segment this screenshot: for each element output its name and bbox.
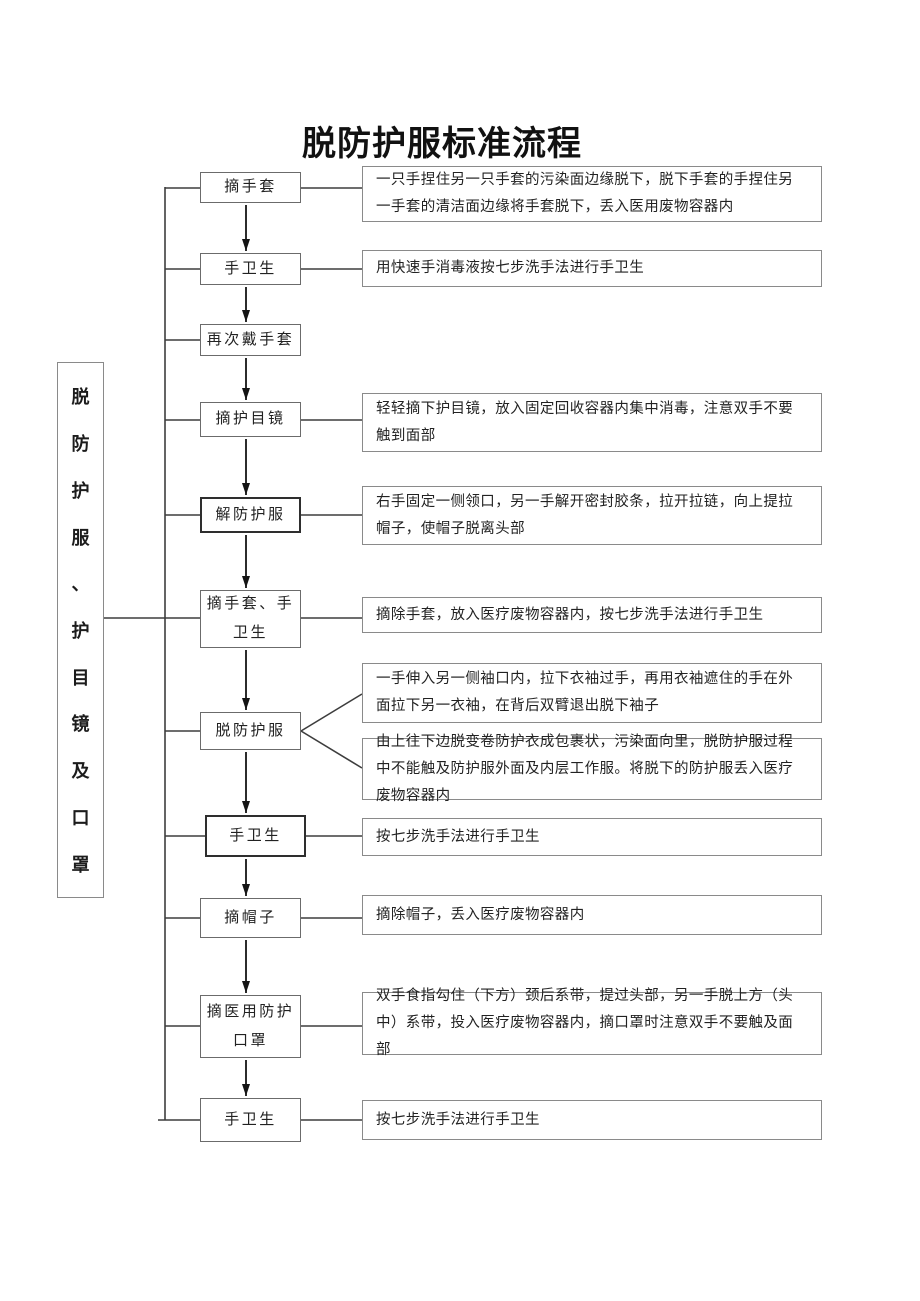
page-title: 脱防护服标准流程 xyxy=(302,125,582,163)
step-desc-hand-hygiene-1: 用快速手消毒液按七步洗手法进行手卫生 xyxy=(362,250,822,287)
flow-step-remove-cap: 摘帽子 xyxy=(200,898,301,938)
step-desc-unfasten-suit: 右手固定一侧领口，另一手解开密封胶条，拉开拉链，向上提拉帽子，使帽子脱离头部 xyxy=(362,486,822,545)
flow-step-remove-suit: 脱防护服 xyxy=(200,712,301,750)
flow-step-hand-hygiene-1: 手卫生 xyxy=(200,253,301,285)
flow-step-wear-gloves-again: 再次戴手套 xyxy=(200,324,301,356)
step-desc-remove-suit-2: 由上往下边脱变卷防护衣成包裹状，污染面向里，脱防护服过程中不能触及防护服外面及内… xyxy=(362,734,822,804)
flow-step-remove-gloves: 摘手套 xyxy=(200,172,301,203)
side-category-label: 脱防护服、护目镜及口罩 xyxy=(57,362,104,898)
step-desc-remove-mask: 双手食指勾住（下方）颈后系带，提过头部，另一手脱上方（头中）系带，投入医疗废物容… xyxy=(362,988,822,1058)
flow-step-unfasten-suit: 解防护服 xyxy=(200,497,301,533)
step-desc-remove-goggles: 轻轻摘下护目镜，放入固定回收容器内集中消毒，注意双手不要触到面部 xyxy=(362,393,822,452)
flow-step-remove-mask: 摘医用防护口罩 xyxy=(200,995,301,1058)
step-desc-remove-suit-1: 一手伸入另一侧袖口内，拉下衣袖过手，再用衣袖遮住的手在外面拉下另一衣袖，在背后双… xyxy=(362,663,822,723)
step-desc-remove-cap: 摘除帽子，丢入医疗废物容器内 xyxy=(362,895,822,935)
step-desc-hand-hygiene-3: 按七步洗手法进行手卫生 xyxy=(362,1100,822,1140)
step-desc-hand-hygiene-2: 按七步洗手法进行手卫生 xyxy=(362,818,822,856)
flow-step-gloves-hand-hygiene: 摘手套、手卫生 xyxy=(200,590,301,648)
flow-step-hand-hygiene-2: 手卫生 xyxy=(205,815,306,857)
flow-step-hand-hygiene-3: 手卫生 xyxy=(200,1098,301,1142)
step-desc-gloves-hand-hygiene: 摘除手套，放入医疗废物容器内，按七步洗手法进行手卫生 xyxy=(362,597,822,633)
step-desc-remove-gloves: 一只手捏住另一只手套的污染面边缘脱下，脱下手套的手捏住另一手套的清洁面边缘将手套… xyxy=(362,166,822,222)
flow-step-remove-goggles: 摘护目镜 xyxy=(200,402,301,437)
